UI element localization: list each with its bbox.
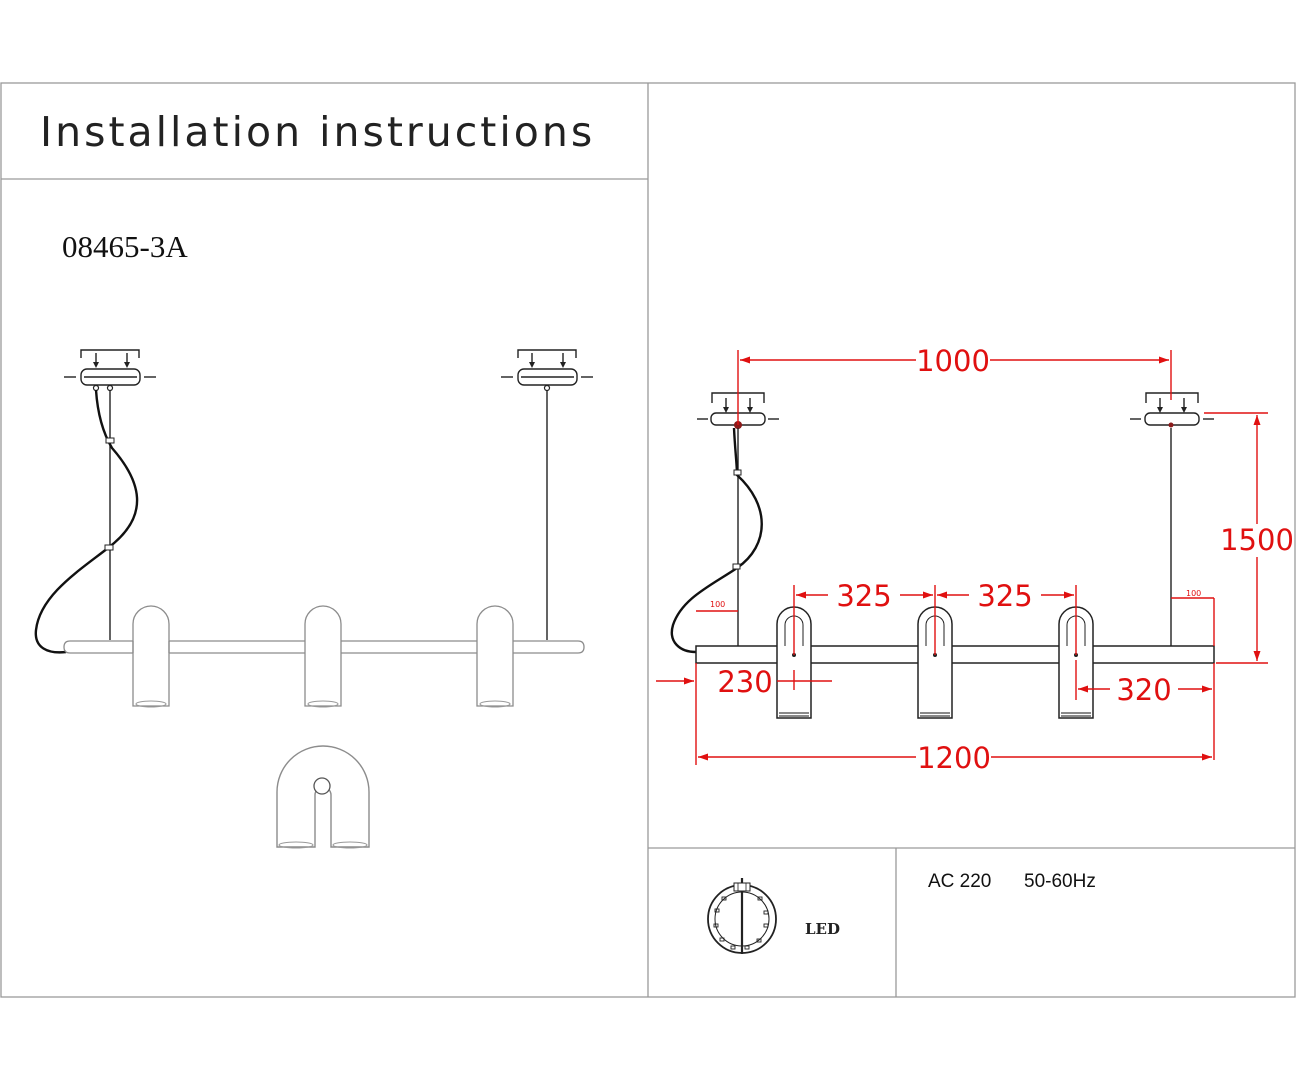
left-canopy-icon — [64, 349, 156, 392]
model-number: 08465-3A — [62, 229, 188, 264]
elevation-shade-2 — [917, 606, 953, 719]
dimension-1500: 1500 — [1204, 412, 1294, 664]
dimension-1200: 1200 — [695, 695, 1212, 775]
elevation-shade-1 — [776, 606, 812, 719]
dimension-label-1200: 1200 — [917, 741, 991, 775]
dimension-label-230: 230 — [717, 665, 772, 699]
dimension-230: 230 — [656, 663, 832, 699]
frequency-spec: 50-60Hz — [1024, 871, 1096, 892]
dimension-1000: 1000 — [737, 344, 1172, 425]
shade-1 — [132, 605, 170, 708]
dimension-label-1000: 1000 — [916, 344, 990, 378]
dimension-label-100-left: 100 — [710, 600, 725, 609]
right-canopy-elevation-icon — [1130, 392, 1214, 428]
dimension-320: 320 — [1075, 660, 1215, 760]
page-title: Installation instructions — [40, 108, 595, 156]
led-label: LED — [805, 920, 840, 938]
dimension-label-1500: 1500 — [1220, 523, 1294, 557]
dimension-drawing: 1000 1500 325 325 100 100 — [656, 344, 1294, 775]
power-cord — [34, 389, 139, 654]
u-shade-detail — [276, 745, 370, 849]
dimension-label-320: 320 — [1116, 673, 1171, 707]
fixture-bar — [63, 640, 585, 654]
dimension-label-325-a: 325 — [836, 579, 891, 613]
dimension-label-100-right: 100 — [1186, 589, 1201, 598]
dimension-325-pair: 325 325 — [793, 579, 1077, 655]
fixture-illustration — [34, 349, 593, 849]
dimension-label-325-b: 325 — [977, 579, 1032, 613]
voltage-spec: AC 220 — [928, 871, 991, 892]
right-canopy-icon — [501, 349, 593, 392]
shade-2 — [304, 605, 342, 708]
led-ring-icon — [707, 878, 777, 954]
sheet-frame — [0, 82, 1296, 998]
shade-3 — [476, 605, 514, 708]
dimension-100-ends: 100 100 — [696, 589, 1215, 646]
